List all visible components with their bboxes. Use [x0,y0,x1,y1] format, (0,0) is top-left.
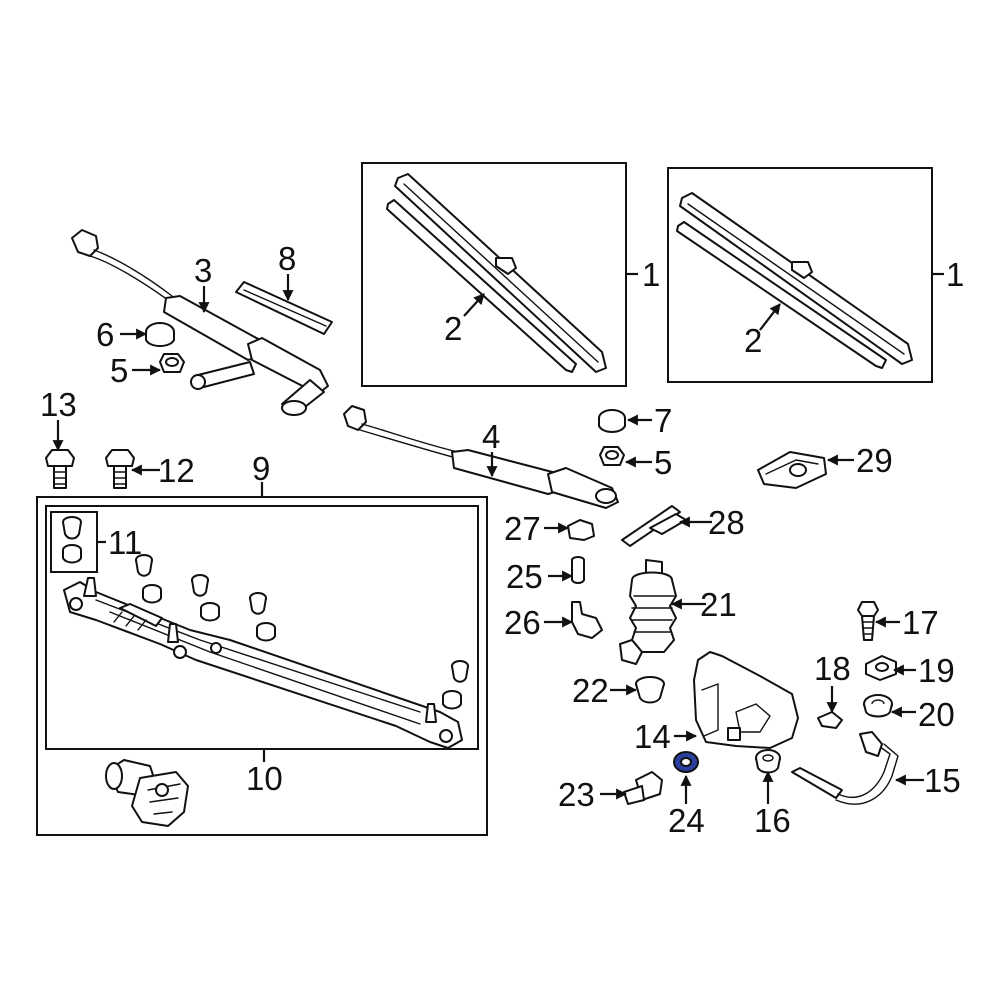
label-15: 15 [924,762,961,799]
cover-29 [757,451,827,489]
label-25: 25 [506,558,543,595]
bolt-12 [105,449,135,489]
label-14: 14 [634,718,671,755]
label-23: 23 [558,776,595,813]
label-18: 18 [814,650,851,687]
label-13: 13 [40,386,77,423]
pump-23 [623,771,663,805]
label-5b: 5 [654,444,672,481]
label-21: 21 [700,586,737,623]
label-5a: 5 [110,352,128,389]
label-2a: 2 [444,310,462,347]
arm-cover [235,281,333,335]
grommet-20 [863,694,893,718]
label-2b: 2 [744,322,762,359]
cap-7 [598,409,626,433]
label-24: 24 [668,802,705,839]
bolt-17 [857,601,879,641]
bushing-kit-11 [62,516,82,564]
clip-27 [567,519,595,541]
label-22: 22 [572,672,609,709]
leader-lines [52,272,944,804]
label-8: 8 [278,240,296,277]
bolt-13 [45,449,75,489]
nut-5-right [599,446,625,466]
wiper-linkage [63,577,463,749]
label-12: 12 [158,452,195,489]
clip-18 [817,711,843,729]
nozzle-28 [621,505,687,547]
wiper-arm-left [71,229,329,416]
washer-pump [619,559,677,665]
grommet-24-highlight [673,751,699,773]
washer-reservoir [693,651,799,749]
sleeve-25 [571,556,585,584]
label-27: 27 [504,510,541,547]
label-26: 26 [504,604,541,641]
linkage-bushings [135,554,469,710]
callout-labels: 1 1 2 2 3 4 5 5 6 7 8 9 10 11 12 13 14 1… [40,240,964,839]
wiper-motor [105,759,189,827]
nut-5-left [159,353,185,373]
wiper-blade-right [676,192,913,369]
label-29: 29 [856,442,893,479]
hose-15 [791,731,899,805]
label-4: 4 [482,418,500,455]
wiper-blade-left [386,173,607,373]
label-1b: 1 [946,256,964,293]
label-7: 7 [654,402,672,439]
label-6: 6 [96,316,114,353]
label-16: 16 [754,802,791,839]
label-11: 11 [108,524,142,561]
label-9: 9 [252,450,270,487]
label-19: 19 [918,652,955,689]
label-20: 20 [918,696,955,733]
label-10: 10 [246,760,283,797]
label-3: 3 [194,252,212,289]
label-17: 17 [902,604,939,641]
connector-26 [571,601,603,639]
label-1a: 1 [642,256,660,293]
linkage-inner-box [45,505,479,750]
grommet-16 [755,749,781,774]
clip-19 [865,655,897,681]
grommet-22 [635,676,665,704]
label-28: 28 [708,504,745,541]
wiper-arm-right [343,405,619,509]
cap-6 [145,322,175,347]
